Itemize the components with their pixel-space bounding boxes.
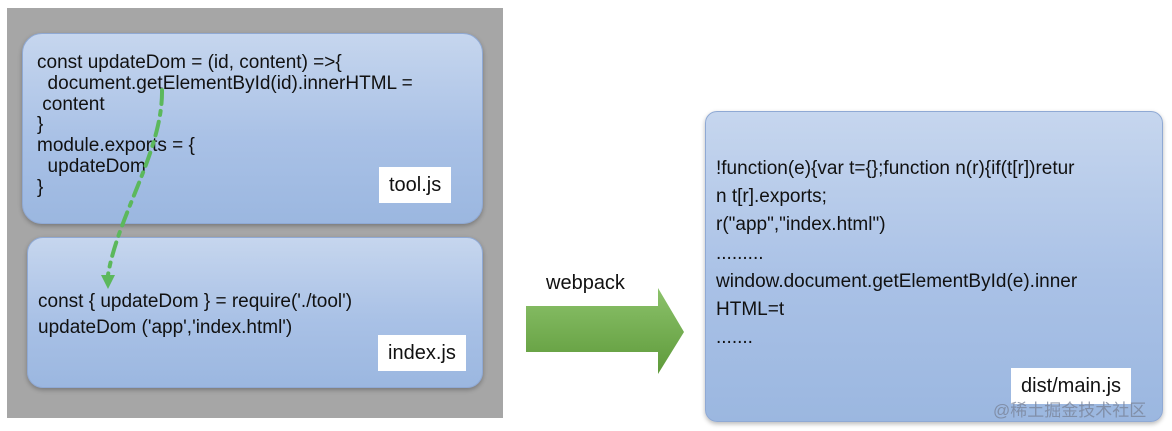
- tool-js-label: tool.js: [379, 167, 452, 203]
- main-js-code: !function(e){var t={};function n(r){if(t…: [716, 158, 1078, 349]
- watermark: @稀土掘金技术社区: [993, 401, 1147, 420]
- webpack-label: webpack: [546, 272, 625, 294]
- index-js-box: const { updateDom } = require('./tool') …: [27, 237, 483, 388]
- main-js-label: dist/main.js: [1011, 368, 1132, 404]
- webpack-arrow-icon: [526, 288, 684, 374]
- tool-js-box: const updateDom = (id, content) =>{ docu…: [22, 33, 483, 224]
- index-js-label: index.js: [378, 335, 466, 371]
- index-js-code: const { updateDom } = require('./tool') …: [38, 291, 353, 338]
- main-js-box: !function(e){var t={};function n(r){if(t…: [705, 111, 1163, 422]
- tool-js-code: const updateDom = (id, content) =>{ docu…: [37, 52, 413, 198]
